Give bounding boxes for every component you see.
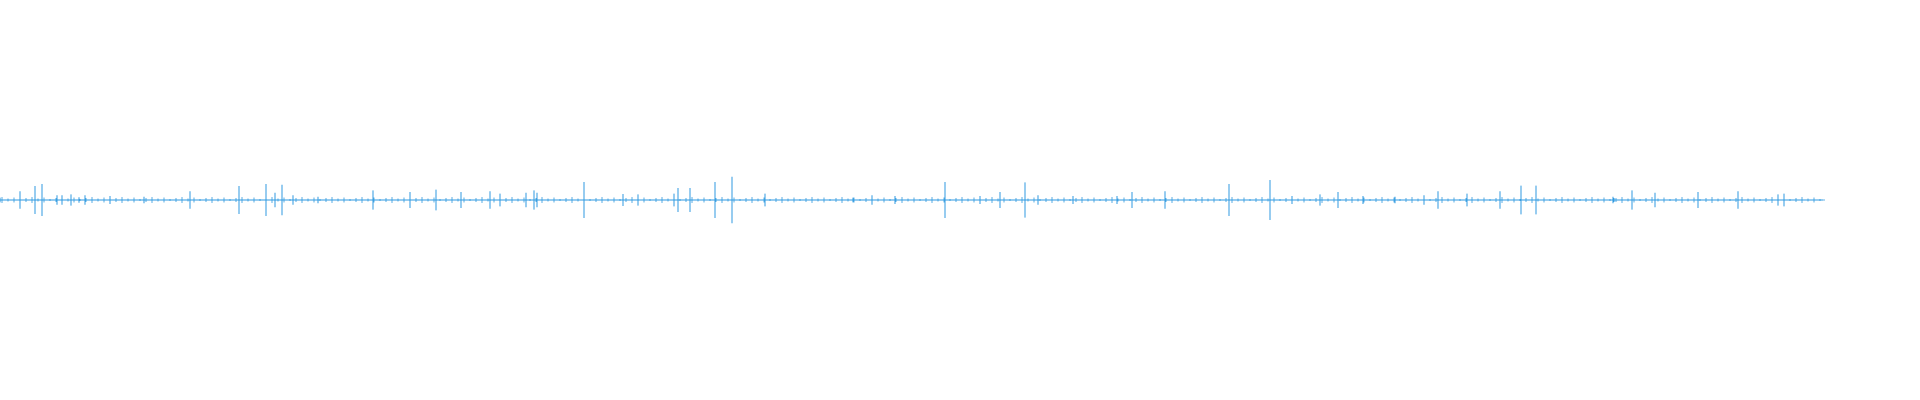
waveform-marks — [0, 176, 1825, 224]
